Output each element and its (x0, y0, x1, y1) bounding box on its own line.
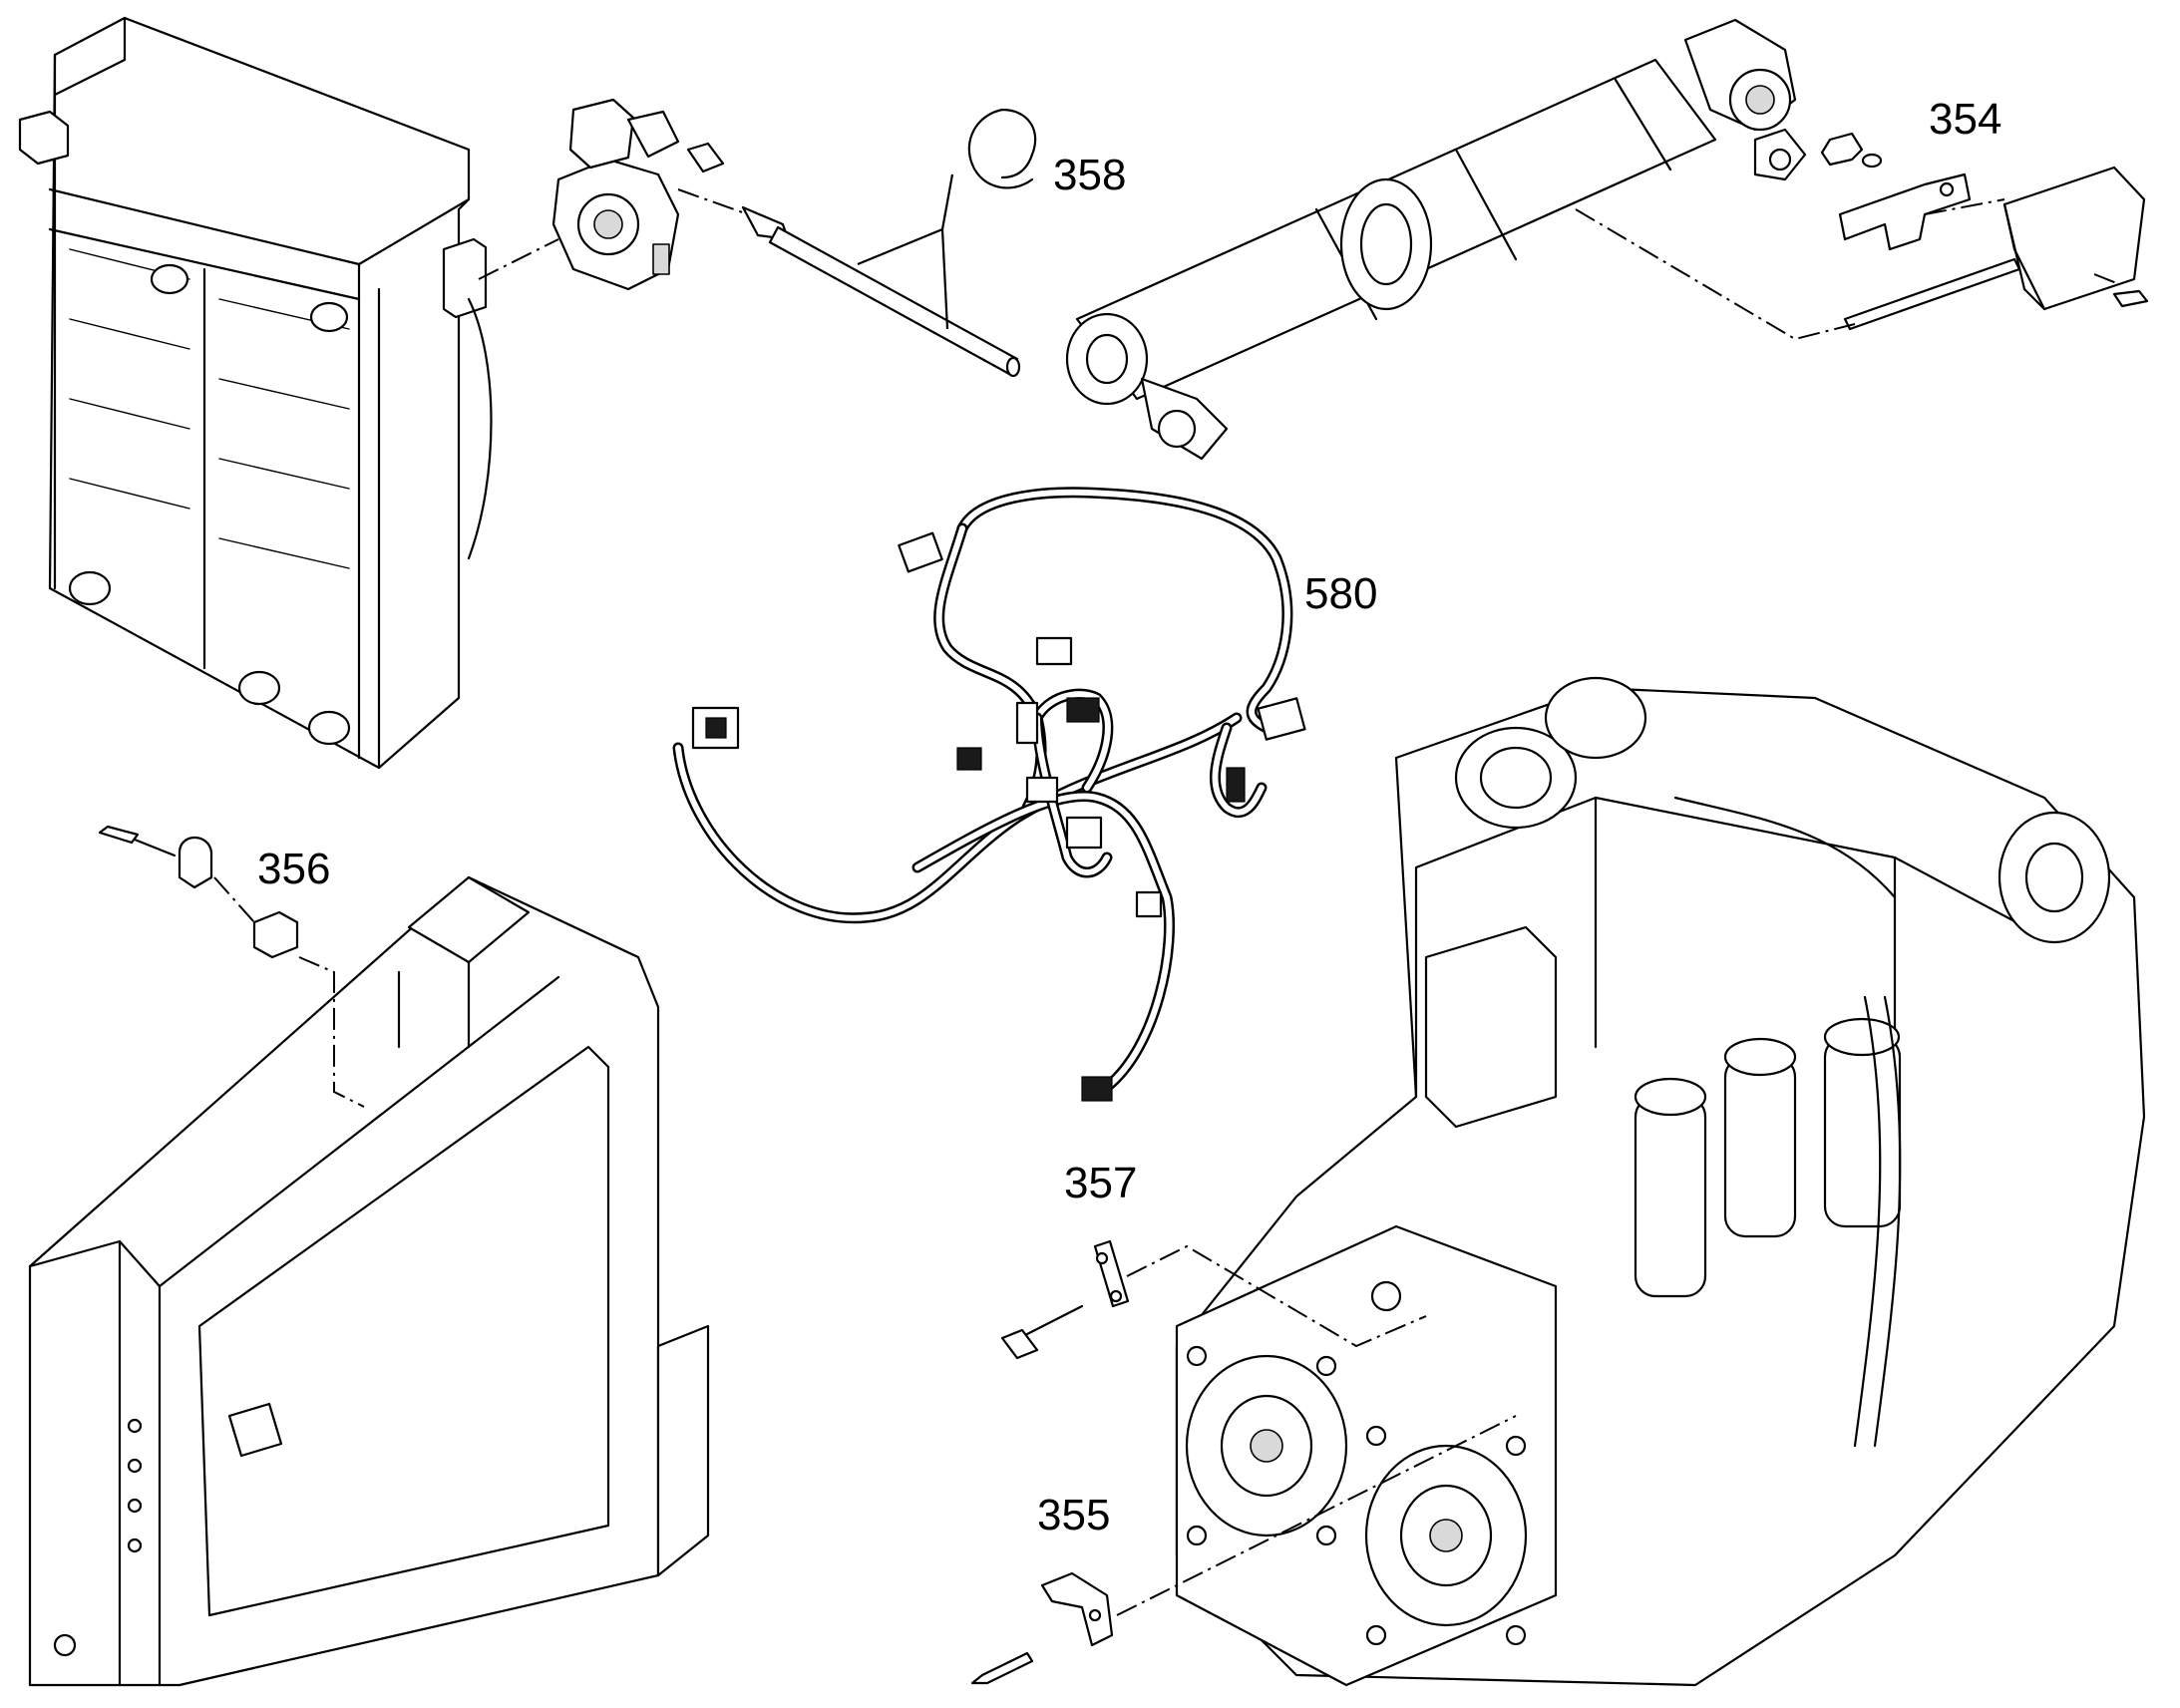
bracket-354 (1820, 132, 2149, 331)
clamp-356 (98, 825, 299, 959)
hydraulic-pump (551, 98, 725, 291)
callout-580: 580 (1304, 569, 1377, 618)
callout-357: 357 (1064, 1159, 1137, 1207)
engine-assembly (1175, 676, 2146, 1687)
machine-frame (28, 875, 710, 1687)
callout-354: 354 (1929, 95, 2001, 144)
leader-lines (857, 173, 954, 330)
callout-358: 358 (1053, 151, 1126, 199)
radiator-assembly (18, 16, 493, 770)
rod-and-retaining-ring (741, 108, 1037, 378)
callout-356: 356 (257, 845, 330, 893)
wiring-harness (672, 487, 1306, 1102)
plate-357 (1000, 1239, 1130, 1360)
hydraulic-cylinder (1065, 18, 1807, 461)
callout-355: 355 (1037, 1491, 1110, 1539)
fuel-filters (1634, 1017, 1902, 1298)
angle-bracket-355 (970, 1571, 1114, 1685)
assembly-lines (213, 188, 2120, 1616)
